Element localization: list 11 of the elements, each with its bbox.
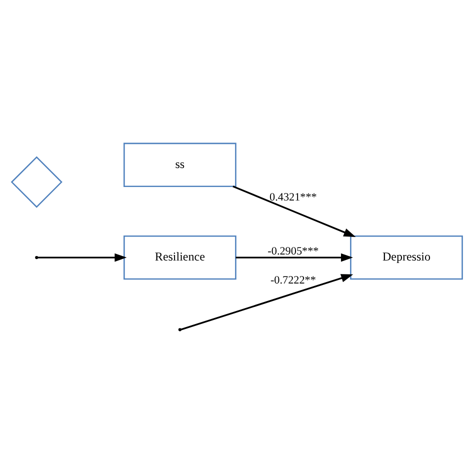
arrow	[236, 253, 353, 262]
node-box: ss	[124, 142, 236, 187]
arrow	[38, 253, 127, 262]
arrow	[232, 186, 356, 237]
arrow	[180, 274, 354, 330]
edge-label: -0.2905***	[268, 245, 319, 258]
edge-label: -0.7222**	[270, 274, 316, 287]
node-box: Resilience	[124, 235, 236, 280]
node-box: Depressio	[350, 235, 463, 280]
node-diamond	[10, 156, 62, 208]
edge-label: 0.4321***	[270, 191, 317, 204]
